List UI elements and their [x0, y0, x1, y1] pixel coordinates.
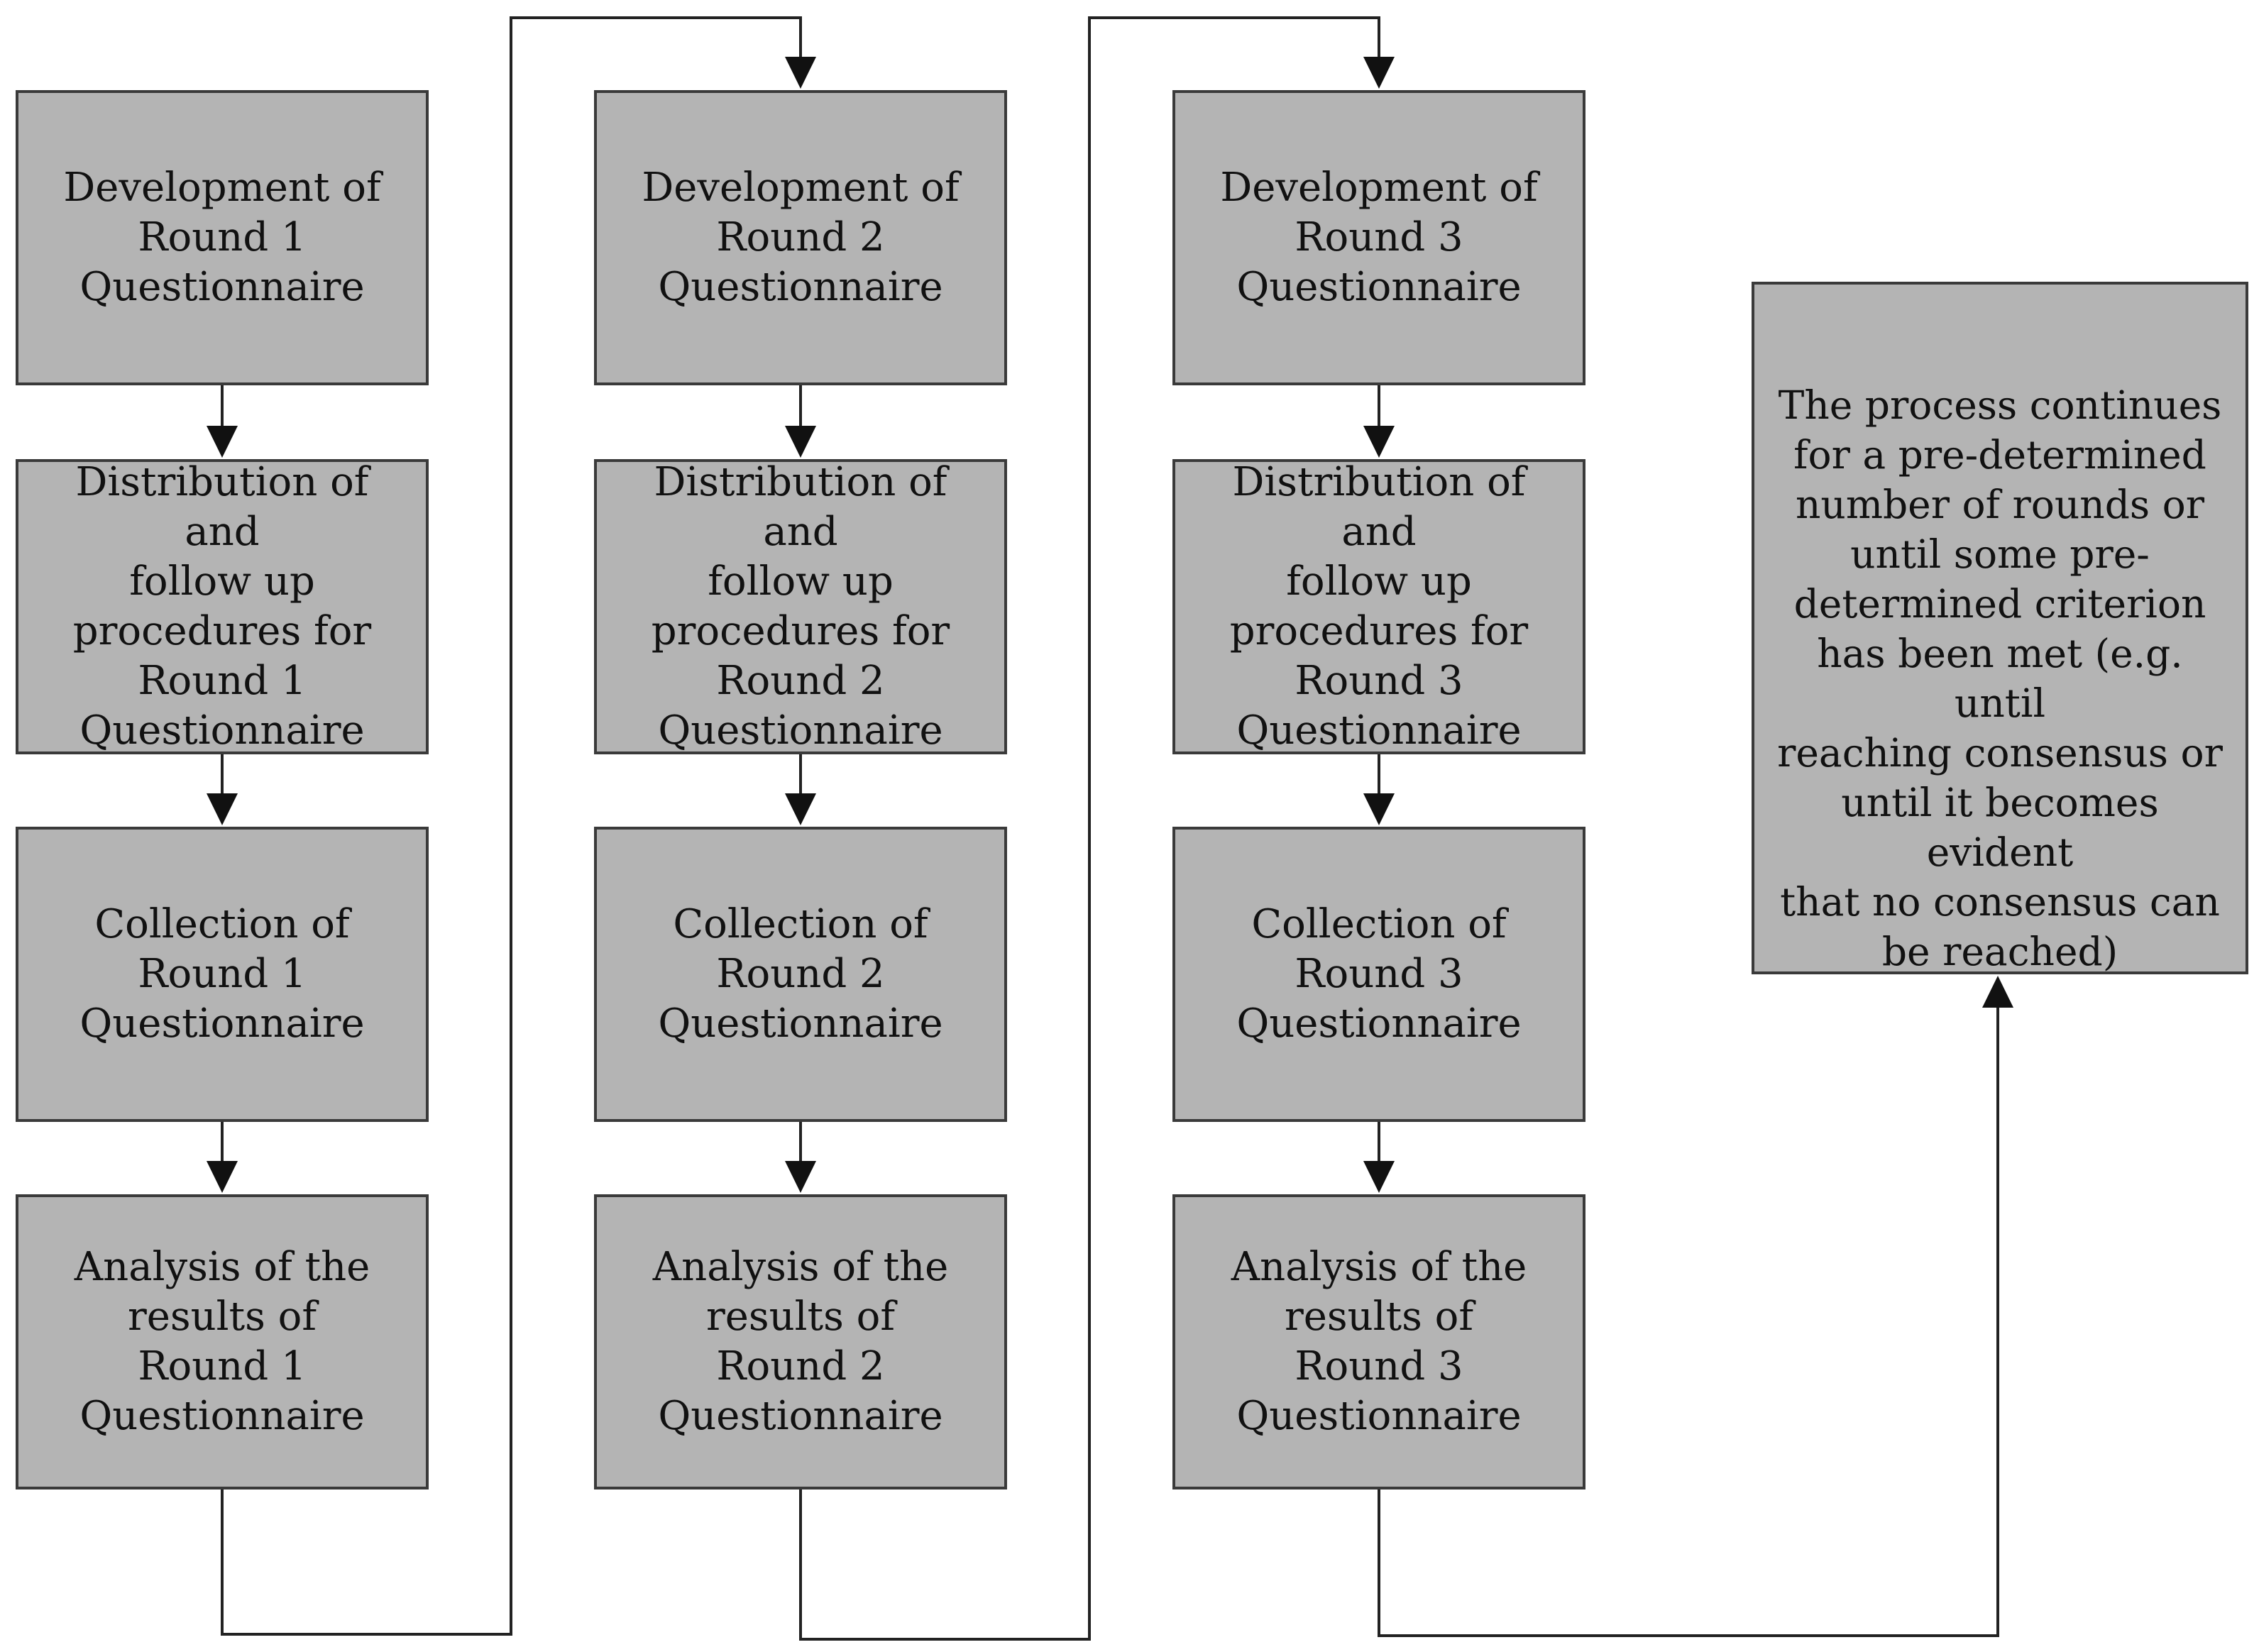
round3-analysis-box: Analysis of the results of Round 3 Quest…: [1172, 1194, 1585, 1489]
round3-development-box: Development of Round 3 Questionnaire: [1172, 90, 1585, 385]
arrowhead-round3-to-final: [1982, 976, 2013, 1008]
arrowhead-round1-to-round2: [785, 57, 816, 89]
round1-collection-box: Collection of Round 1 Questionnaire: [16, 827, 429, 1122]
arrowhead-r3-dist-to-coll: [1363, 793, 1395, 825]
arrowhead-r1-coll-to-anal: [207, 1161, 238, 1193]
round2-collection-label: Collection of Round 2 Questionnaire: [658, 901, 943, 1047]
round2-development-box: Development of Round 2 Questionnaire: [594, 90, 1007, 385]
connector-round3-to-final: [1378, 1008, 1999, 1637]
arrowhead-round2-to-round3: [1363, 57, 1395, 89]
arrowhead-r3-coll-to-anal: [1363, 1161, 1395, 1193]
arrowhead-r2-dist-to-coll: [785, 793, 816, 825]
round1-distribution-label: Distribution of and follow up procedures…: [72, 459, 372, 754]
final-step-label: The process continues for a pre-determin…: [1777, 382, 2223, 974]
arrowhead-r3-dev-to-dist: [1363, 426, 1395, 458]
round3-collection-label: Collection of Round 3 Questionnaire: [1236, 901, 1522, 1047]
arrowhead-r1-dev-to-dist: [207, 426, 238, 458]
round2-collection-box: Collection of Round 2 Questionnaire: [594, 827, 1007, 1122]
connector-round1-to-round2: [221, 16, 802, 1636]
arrowhead-r2-dev-to-dist: [785, 426, 816, 458]
arrowhead-r1-dist-to-coll: [207, 793, 238, 825]
arrowhead-r2-coll-to-anal: [785, 1161, 816, 1193]
round3-collection-box: Collection of Round 3 Questionnaire: [1172, 827, 1585, 1122]
round3-development-label: Development of Round 3 Questionnaire: [1220, 165, 1538, 310]
round2-analysis-label: Analysis of the results of Round 2 Quest…: [652, 1244, 949, 1439]
round3-distribution-label: Distribution of and follow up procedures…: [1229, 459, 1529, 754]
final-step-box: The process continues for a pre-determin…: [1752, 282, 2248, 974]
round3-analysis-label: Analysis of the results of Round 3 Quest…: [1231, 1244, 1527, 1439]
round1-distribution-box: Distribution of and follow up procedures…: [16, 459, 429, 754]
round3-distribution-box: Distribution of and follow up procedures…: [1172, 459, 1585, 754]
round2-development-label: Development of Round 2 Questionnaire: [642, 165, 960, 310]
round1-development-label: Development of Round 1 Questionnaire: [63, 165, 381, 310]
round1-development-box: Development of Round 1 Questionnaire: [16, 90, 429, 385]
round2-distribution-box: Distribution of and follow up procedures…: [594, 459, 1007, 754]
round1-collection-label: Collection of Round 1 Questionnaire: [79, 901, 365, 1047]
connector-round2-to-round3: [799, 16, 1380, 1641]
round1-analysis-box: Analysis of the results of Round 1 Quest…: [16, 1194, 429, 1489]
round2-analysis-box: Analysis of the results of Round 2 Quest…: [594, 1194, 1007, 1489]
round1-analysis-label: Analysis of the results of Round 1 Quest…: [74, 1244, 370, 1439]
round2-distribution-label: Distribution of and follow up procedures…: [651, 459, 950, 754]
